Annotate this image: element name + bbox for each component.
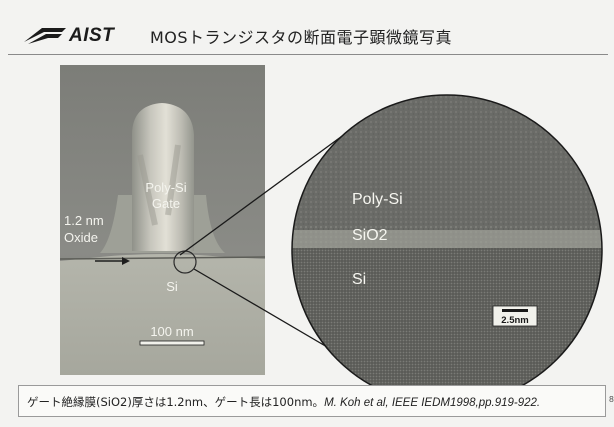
aist-logo: AIST	[22, 24, 115, 46]
logo-text: AIST	[69, 25, 115, 46]
tem-cross-section-image: Poly-Si Gate 1.2 nm Oxide Si 100 nm	[60, 65, 265, 375]
scale-bar	[139, 340, 205, 346]
gate-label-line1: Poly-Si	[145, 180, 186, 195]
zoom-substrate-label: Si	[352, 271, 366, 288]
zoom-scale-bar	[502, 309, 528, 312]
oxide-label: Oxide	[64, 230, 98, 245]
slide-header: AIST MOSトランジスタの断面電子顕微鏡写真	[0, 0, 614, 60]
caption-text: ゲート絶縁膜(SiO2)厚さは1.2nm、ゲート長は100nm。M. Koh e…	[27, 394, 540, 410]
zoom-scale-label: 2.5nm	[501, 315, 528, 326]
aist-logo-icon	[24, 28, 66, 44]
page-number: 8	[608, 395, 614, 404]
caption-box: ゲート絶縁膜(SiO2)厚さは1.2nm、ゲート長は100nm。M. Koh e…	[18, 385, 606, 417]
scale-bar-label: 100 nm	[150, 324, 193, 339]
gate-label-line2: Gate	[152, 196, 180, 211]
zoom-poly-label: Poly-Si	[352, 191, 403, 208]
zoom-oxide-label: SiO2	[352, 227, 388, 244]
caption-citation: M. Koh et al, IEEE IEDM1998,pp.919-922.	[324, 397, 541, 409]
zoom-connector-top	[179, 127, 354, 256]
caption-jp: ゲート絶縁膜(SiO2)厚さは1.2nm、ゲート長は100nm。	[27, 395, 325, 409]
oxide-thickness-label: 1.2 nm	[64, 213, 104, 228]
slide-title: MOSトランジスタの断面電子顕微鏡写真	[150, 28, 453, 47]
substrate-label: Si	[166, 279, 178, 294]
header-divider	[8, 54, 608, 55]
